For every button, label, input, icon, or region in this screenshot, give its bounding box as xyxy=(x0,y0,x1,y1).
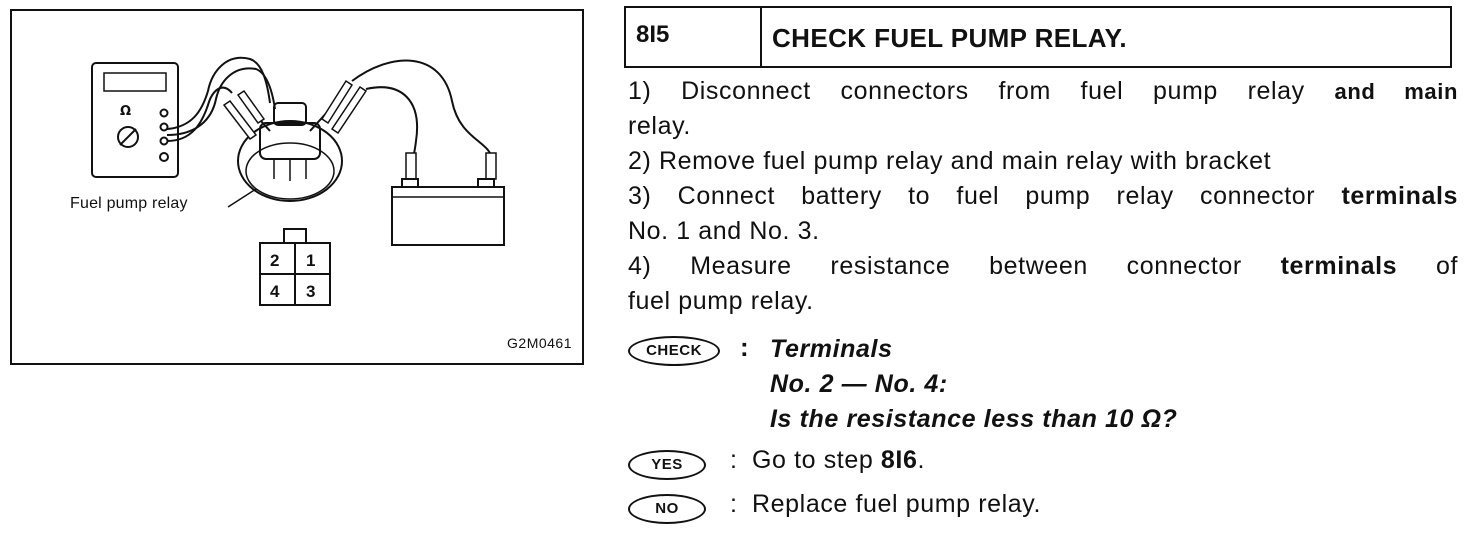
battery-icon xyxy=(391,178,505,246)
instruction-step-2: 2) Remove fuel pump relay and main relay… xyxy=(628,147,1272,175)
callout-label: Fuel pump relay xyxy=(70,195,188,212)
check-line-1: Terminals xyxy=(770,335,893,363)
check-badge: CHECK xyxy=(628,336,720,366)
instruction-step-3-cont: No. 1 and No. 3. xyxy=(628,217,820,245)
yes-colon: : xyxy=(730,446,738,474)
terminal-label: 4 xyxy=(270,282,280,301)
check-text: Terminals No. 2 — No. 4: Is the resistan… xyxy=(770,332,1390,437)
callout-leader xyxy=(227,188,257,208)
instruction-step-3: 3) Connect battery to fuel pump relay co… xyxy=(628,182,1458,210)
instructions: 1) Disconnect connectors from fuel pump … xyxy=(628,74,1458,319)
terminal-label: 3 xyxy=(306,282,315,301)
figure-id: G2M0461 xyxy=(507,335,572,351)
connector-icon xyxy=(259,228,331,306)
step-header: 8I5 CHECK FUEL PUMP RELAY. xyxy=(624,6,1452,68)
meter-leads xyxy=(166,56,276,142)
battery-leads xyxy=(351,59,493,178)
no-colon: : xyxy=(730,490,738,518)
battery-clamps xyxy=(405,152,497,180)
check-line-2: No. 2 — No. 4: xyxy=(770,370,948,398)
step-number: 8I5 xyxy=(626,8,762,66)
yes-badge: YES xyxy=(628,450,706,480)
instruction-step-1-cont: relay. xyxy=(628,112,691,140)
wiring-diagram: Ω xyxy=(91,56,505,306)
probe-icon xyxy=(222,79,368,141)
instruction-step-4: 4) Measure resistance between connector … xyxy=(628,252,1459,280)
figure-panel: Ω xyxy=(10,9,584,365)
instruction-step-1: 1) Disconnect connectors from fuel pump … xyxy=(628,77,1459,105)
instruction-step-4-cont: fuel pump relay. xyxy=(628,287,814,315)
step-title: CHECK FUEL PUMP RELAY. xyxy=(772,23,1128,53)
meter-symbol: Ω xyxy=(120,104,131,119)
yes-text: Go to step 8I6. xyxy=(752,446,926,474)
ohmmeter-icon xyxy=(91,62,179,178)
no-badge: NO xyxy=(628,494,706,524)
no-text: Replace fuel pump relay. xyxy=(752,490,1042,518)
terminal-label: 1 xyxy=(306,251,315,270)
check-colon: : xyxy=(740,332,749,362)
check-line-3: Is the resistance less than 10 Ω? xyxy=(770,405,1178,433)
terminal-label: 2 xyxy=(270,251,279,270)
